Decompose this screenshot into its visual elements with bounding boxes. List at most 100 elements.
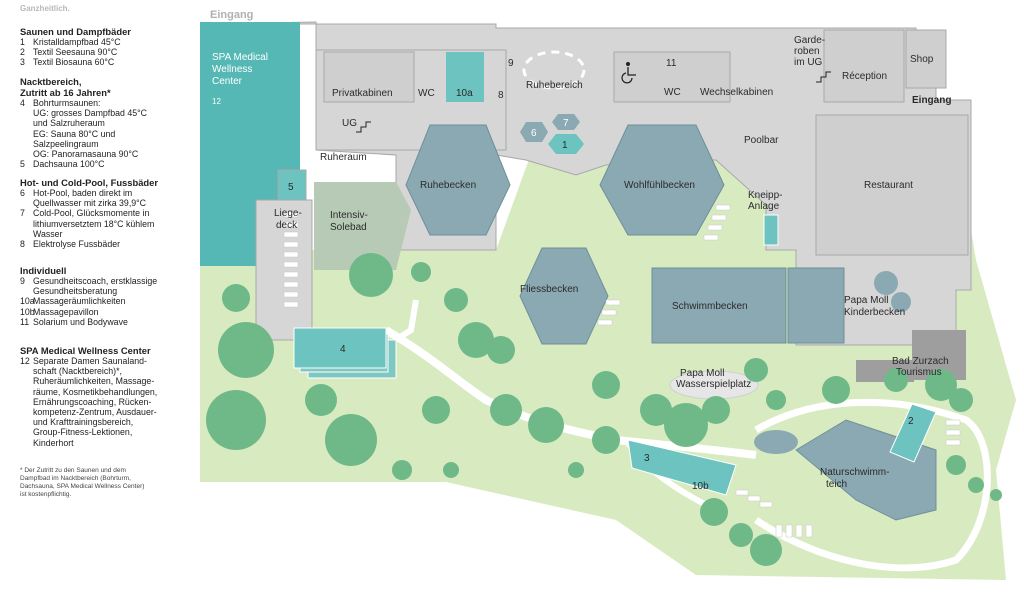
- legend-item-text: Cold-Pool, Glücksmomente in: [33, 208, 150, 219]
- biosauna-3-massagepavillon-10b[interactable]: [627, 439, 737, 496]
- schwimmbecken-extension[interactable]: [787, 267, 845, 344]
- label-garderoben-3: im UG: [794, 57, 823, 68]
- label-wasserspiel-2: Wasserspielplatz: [676, 379, 751, 390]
- legend-tagline: Ganzheitlich.: [20, 4, 70, 13]
- legend-item-text: Textil Biosauna 60°C: [33, 57, 115, 68]
- label-intensiv-1: Intensiv-: [330, 210, 368, 221]
- cold-pool-7[interactable]: [552, 114, 580, 130]
- kneipp-anlage[interactable]: [763, 214, 779, 246]
- label-privatkabinen: Privatkabinen: [332, 88, 393, 99]
- label-garderoben-2: roben: [794, 46, 820, 57]
- ruhebecken-pool[interactable]: [405, 124, 511, 236]
- label-eingang-right: Eingang: [912, 95, 951, 106]
- label-9: 9: [508, 58, 514, 69]
- label-ug: UG: [342, 118, 357, 129]
- label-badzurzach-2: Tourismus: [896, 367, 942, 378]
- sun-loungers: [283, 204, 961, 538]
- label-ruhebereich: Ruhebereich: [526, 80, 583, 91]
- label-10a: 10a: [456, 88, 473, 99]
- schwimmbecken-pool[interactable]: [651, 267, 787, 344]
- kinderbecken-pool-2[interactable]: [891, 292, 911, 312]
- legend-item-num: 10b: [20, 306, 35, 317]
- stairs-icon: [356, 71, 831, 133]
- kinderbecken-pool[interactable]: [874, 271, 898, 295]
- bohrturmsauna-4[interactable]: [293, 327, 387, 369]
- label-wc-2: WC: [664, 87, 681, 98]
- legend-item-line: Ruheräumlichkeiten, Massage-: [33, 376, 155, 387]
- legend-item-num: 11: [20, 316, 30, 327]
- legend-section-subtitle: Zutritt ab 16 Jahren*: [20, 87, 111, 98]
- legend-item-num: 8: [20, 239, 25, 250]
- label-schwimmbecken: Schwimmbecken: [672, 301, 748, 312]
- label-wechselkabinen: Wechselkabinen: [700, 87, 773, 98]
- spa-marker: [200, 22, 203, 25]
- label-spa-3: Center: [212, 76, 243, 87]
- legend-section-title: Saunen und Dampfbäder: [20, 26, 131, 37]
- legend-item-line: Group-Fitness-Lektionen,: [33, 427, 133, 438]
- seesauna-2[interactable]: [889, 403, 937, 463]
- label-spa-num: 12: [212, 97, 221, 106]
- legend-item-num: 10a: [20, 296, 35, 307]
- label-4: 4: [340, 344, 346, 355]
- label-fliessbecken: Fliessbecken: [520, 284, 578, 295]
- legend-section-title: SPA Medical Wellness Center: [20, 345, 151, 356]
- label-spa-1: SPA Medical: [212, 52, 268, 63]
- label-papamoll-1: Papa Moll: [844, 295, 888, 306]
- legend-section-title: Nacktbereich,: [20, 76, 82, 87]
- label-reception: Réception: [842, 71, 887, 82]
- label-wc-1: WC: [418, 88, 435, 99]
- ruhebereich-seating: [522, 50, 586, 90]
- label-ruhebecken: Ruhebecken: [420, 180, 476, 191]
- label-papamoll-2: Kinderbecken: [844, 307, 905, 318]
- spa-site-map: Eingang SPA Medical Wellness Center 12 P…: [199, 9, 1016, 580]
- legend-item-num: 2: [20, 47, 25, 58]
- legend-item-num: 3: [20, 57, 25, 68]
- garden-path: [754, 398, 991, 572]
- label-liegedeck-1: Liege-: [274, 208, 302, 219]
- wheelchair-icon: [621, 62, 636, 84]
- legend-item-line: EG: Sauna 80°C und: [33, 128, 116, 139]
- legend-item-num: 12: [20, 356, 30, 366]
- label-5: 5: [288, 182, 294, 193]
- intensiv-solebad[interactable]: [314, 182, 411, 270]
- label-wasserspiel-1: Papa Moll: [680, 368, 724, 379]
- room-reception: [823, 29, 905, 103]
- legend-item-line: Quellwasser mit zirka 39,9°C: [33, 198, 147, 209]
- legend-footnote: * Der Zutritt zu den Saunen und dem Damp…: [20, 467, 190, 499]
- legend-item-text: Massagepavillon: [33, 306, 99, 317]
- legend-item-text: Separate Damen Saunaland-: [33, 356, 147, 366]
- kristalldampfbad-1[interactable]: [548, 134, 584, 154]
- legend-section-title: Individuell: [20, 265, 67, 276]
- legend-item-text: Kristalldampfbad 45°C: [33, 37, 121, 47]
- legend-section-title: Hot- und Cold-Pool, Fussbäder: [20, 177, 159, 188]
- label-10b: 10b: [692, 481, 709, 492]
- legend-item-line: Gesundheitsberatung: [33, 286, 118, 297]
- label-liegedeck-2: deck: [276, 220, 298, 231]
- fliessbecken-pool[interactable]: [519, 247, 609, 345]
- label-eingang-top: Eingang: [210, 9, 253, 21]
- legend-item-num: 1: [20, 37, 25, 47]
- room-10a[interactable]: [446, 52, 484, 102]
- legend-item-line: Kinderhort: [33, 437, 74, 448]
- legend-item-line: Wasser: [33, 228, 63, 239]
- label-6: 6: [531, 128, 537, 139]
- hot-pool-6[interactable]: [520, 122, 548, 142]
- label-8: 8: [498, 90, 504, 101]
- dachsauna-5[interactable]: [277, 169, 307, 201]
- legend-item-line: kompetenz-Zentrum, Ausdauer-: [33, 407, 157, 418]
- legend-item-line: UG: grosses Dampfbad 45°C: [33, 108, 148, 119]
- legend-item-line: lithiumversetztem 18°C kühlem: [33, 218, 155, 229]
- label-garderoben-1: Garde-: [794, 35, 825, 46]
- label-badzurzach-1: Bad Zurzach: [892, 356, 949, 367]
- wohlfuehlbecken-pool[interactable]: [599, 124, 725, 236]
- legend-item-line: schaft (Nacktbereich)*,: [33, 366, 122, 377]
- label-natur-2: teich: [826, 479, 847, 490]
- label-intensiv-2: Solebad: [330, 222, 367, 233]
- legend-item-text: Textil Seesauna 90°C: [33, 47, 118, 58]
- legend-panel: Ganzheitlich. Saunen und Dampfbäder 1 Kri…: [0, 0, 196, 594]
- label-ruheraum: Ruheraum: [320, 152, 367, 163]
- label-2: 2: [908, 416, 914, 427]
